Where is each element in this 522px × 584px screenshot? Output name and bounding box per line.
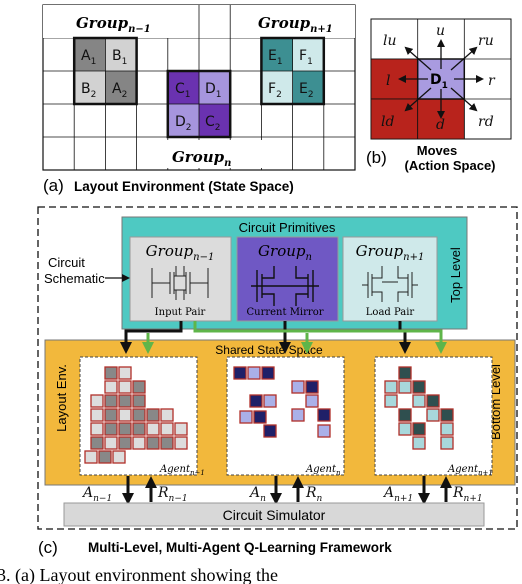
agent-panel-curr: Agentn	[226, 356, 345, 477]
move-l: l	[386, 73, 390, 89]
panel-a-caption: Layout Environment (State Space)	[74, 179, 294, 194]
load-pair-schematic-icon	[362, 266, 418, 302]
action-next: An+1	[382, 485, 413, 504]
circuit-schematic-label-line2: Schematic	[44, 271, 105, 286]
group-curr-cells	[166, 69, 232, 139]
move-ld: ld	[381, 114, 394, 130]
cell-label-e1: E1	[268, 48, 283, 67]
cell-label-a2: A2	[112, 81, 127, 100]
move-r: r	[488, 73, 496, 89]
cell-label-e2: E2	[299, 81, 314, 100]
primitive-load-pair	[342, 236, 438, 322]
group-next-cells	[260, 36, 326, 106]
agent-panel-prev: Agentn−1	[79, 356, 205, 477]
group-prev-title: Groupn−1	[76, 14, 151, 35]
primitive-input-pair-group: Groupn−1	[146, 242, 215, 263]
cell-label-f2: F2	[268, 81, 282, 100]
circuit-simulator-box	[63, 502, 485, 527]
agent-prev-label: Agentn−1	[159, 464, 205, 477]
reward-prev: Rn−1	[157, 485, 188, 504]
circuit-primitives-title: Circuit Primitives	[239, 220, 336, 235]
figure-caption-fragment: 3. (a) Layout environment showing the	[0, 565, 278, 584]
reward-curr: Rn	[305, 485, 323, 504]
panel-b-caption-line1: Moves	[417, 143, 457, 158]
shared-state-arrows	[142, 321, 447, 354]
cell-label-d2: D2	[175, 114, 192, 133]
primitive-current-mirror-name: Current Mirror	[246, 307, 323, 318]
center-label: D1	[430, 72, 448, 91]
move-ru: ru	[478, 33, 494, 49]
layout-env-label: Layout Env.	[54, 364, 69, 432]
cell-labels: A1 B1 B2 A2 C1 D1 D2 C2 E1 F1 F2 E2	[81, 48, 314, 133]
framework-frame	[37, 206, 518, 530]
agent-next-label: Agentn+1	[447, 464, 493, 477]
current-mirror-schematic-icon	[251, 266, 319, 306]
panel-a: A1 B1 B2 A2 C1 D1 D2 C2 E1 F1 F2 E2 Grou…	[42, 4, 356, 195]
primitive-load-pair-group: Groupn+1	[356, 242, 425, 263]
top-level-label: Top Level	[448, 247, 463, 303]
group-prev-cells	[72, 36, 138, 106]
panel-c: Circuit Primitives Top Level Groupn−1 Gr…	[37, 206, 518, 557]
panel-c-caption: Multi-Level, Multi-Agent Q-Learning Fram…	[88, 540, 392, 555]
panel-a-label: (a)	[43, 176, 64, 195]
cell-label-c1: C1	[175, 81, 191, 100]
circuit-simulator-label: Circuit Simulator	[223, 507, 326, 523]
cell-label-f1: F1	[299, 48, 313, 67]
move-u: u	[436, 23, 445, 39]
panel-b: lu u ru l r ld d rd D1 (b) Moves (Action…	[366, 18, 512, 173]
panel-b-caption-line2: (Action Space)	[404, 158, 495, 173]
group-next-title: Groupn+1	[258, 14, 333, 35]
panel-c-label: (c)	[38, 538, 58, 557]
action-curr: An	[248, 485, 266, 504]
action-prev: An−1	[81, 485, 112, 504]
cell-label-b2: B2	[81, 81, 96, 100]
cell-label-c2: C2	[205, 114, 221, 133]
move-lu: lu	[383, 33, 397, 49]
panel-b-label: (b)	[366, 148, 387, 167]
cell-label-d1: D1	[205, 81, 222, 100]
move-d: d	[436, 117, 445, 133]
action-reward-arrows	[122, 476, 452, 505]
reward-next: Rn+1	[452, 485, 483, 504]
cell-label-a1: A1	[81, 48, 96, 67]
input-pair-schematic-icon	[151, 266, 209, 300]
primitive-current-mirror-group: Groupn	[258, 242, 312, 263]
shared-state-space-label: Shared State Space	[215, 343, 323, 357]
primitive-input-pair	[129, 236, 232, 322]
primitive-current-mirror	[236, 236, 339, 322]
circuit-schematic-label-line1: Circuit	[48, 255, 85, 270]
agent-panel-next: Agentn+1	[374, 356, 493, 477]
agent-curr-label: Agentn	[305, 464, 341, 477]
primitive-input-pair-name: Input Pair	[155, 307, 206, 318]
cell-label-b1: B1	[112, 48, 127, 67]
group-curr-title: Groupn	[172, 148, 231, 169]
move-rd: rd	[478, 114, 494, 130]
move-arrows	[398, 39, 484, 119]
primitive-load-pair-name: Load Pair	[366, 307, 415, 318]
